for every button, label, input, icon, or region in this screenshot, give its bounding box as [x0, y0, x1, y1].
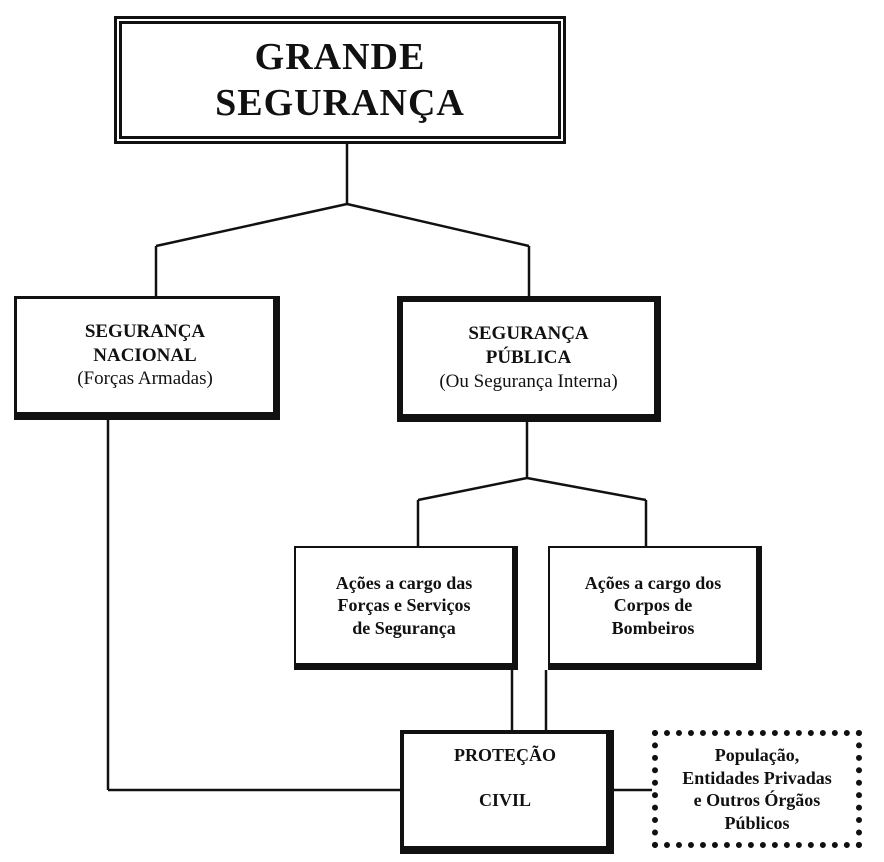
nacional-line-3: (Forças Armadas) [77, 368, 213, 390]
publica-line-2: PÚBLICA [485, 347, 572, 369]
publica-line-1: SEGURANÇA [468, 323, 589, 345]
grande-seguranca-box: GRANDE SEGURANÇA [114, 16, 566, 144]
acoes-forcas-box: Ações a cargo das Forças e Serviços de S… [294, 546, 518, 670]
acoes-bombeiros-line-3: Bombeiros [611, 617, 695, 638]
seguranca-publica-box: SEGURANÇA PÚBLICA (Ou Segurança Interna) [397, 296, 661, 422]
acoes-bombeiros-line-2: Corpos de [613, 595, 693, 616]
populacao-line-2: Entidades Privadas [682, 767, 832, 788]
populacao-line-3: e Outros Órgãos [693, 790, 821, 810]
acoes-forcas-line-1: Ações a cargo das [335, 572, 473, 593]
connector-root-right [346, 202, 530, 248]
acoes-forcas-line-3: de Segurança [352, 617, 456, 638]
nacional-line-1: SEGURANÇA [84, 320, 206, 342]
connector-publica-left [417, 476, 528, 502]
populacao-line-1: População, [714, 745, 800, 765]
connector-root-left [155, 202, 348, 248]
protecao-line-1: PROTEÇÃO [453, 745, 556, 765]
acoes-bombeiros-line-1: Ações a cargo dos [584, 572, 722, 593]
root-line-2: SEGURANÇA [215, 82, 465, 124]
acoes-bombeiros-box: Ações a cargo dos Corpos de Bombeiros [548, 546, 762, 670]
nacional-line-2: NACIONAL [93, 344, 197, 366]
populacao-line-4: Públicos [724, 812, 790, 833]
root-line-1: GRANDE [254, 36, 426, 78]
connector-publica-right [526, 476, 647, 502]
publica-line-3: (Ou Segurança Interna) [439, 370, 618, 392]
populacao-box: População, Entidades Privadas e Outros Ó… [652, 730, 862, 848]
seguranca-nacional-box: SEGURANÇA NACIONAL (Forças Armadas) [14, 296, 280, 420]
protecao-civil-box: PROTEÇÃO CIVIL [400, 730, 614, 854]
acoes-forcas-line-2: Forças e Serviços [337, 595, 471, 616]
protecao-line-2: CIVIL [478, 789, 531, 810]
